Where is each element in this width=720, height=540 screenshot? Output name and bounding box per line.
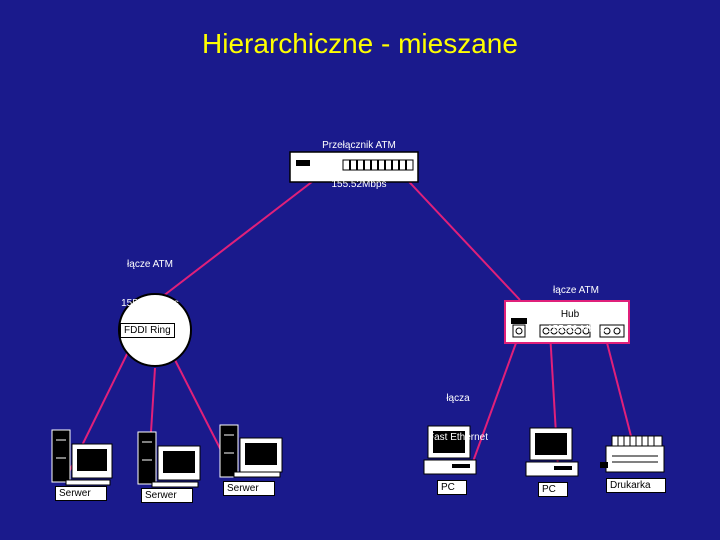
- link-switch-hub: [397, 169, 521, 301]
- server-3-label: Serwer: [223, 481, 275, 496]
- printer-icon: [600, 435, 665, 473]
- server-2-label: Serwer: [141, 488, 193, 503]
- atm-switch: [289, 151, 419, 183]
- pc-2-label: PC: [538, 482, 568, 497]
- fast-ethernet-label: łącza Fast Ethernet: [408, 366, 508, 457]
- server-1-label: Serwer: [55, 486, 107, 501]
- link-left-line2: 155.52 Mbps: [121, 298, 179, 309]
- link-hub-pc1: [469, 331, 521, 471]
- link-right-line1: łącze ATM: [553, 285, 599, 296]
- switch-label: Przełącznik ATM 155.52Mbps: [304, 113, 414, 204]
- fast-ethernet-line2: Fast Ethernet: [427, 432, 489, 443]
- printer-label: Drukarka: [606, 478, 666, 493]
- pc-1-icon: [423, 425, 477, 475]
- server-1-icon: [51, 429, 113, 486]
- link-hub-printer: [604, 334, 633, 441]
- switch-label-line1: Przełącznik ATM: [322, 140, 396, 151]
- server-3-icon: [219, 424, 283, 478]
- pc-1-label: PC: [437, 480, 467, 495]
- hub-label: Hub: [560, 309, 580, 320]
- hub-device: [504, 300, 630, 344]
- fast-ethernet-line1: łącza: [446, 393, 470, 404]
- page-title: Hierarchiczne - mieszane: [202, 28, 518, 59]
- link-left-label: łącze ATM 155.52 Mbps: [100, 232, 200, 323]
- link-right-line2: 155.52 Mbps: [547, 324, 605, 335]
- fddi-label: FDDI Ring: [120, 323, 175, 338]
- server-2-icon: [137, 431, 201, 488]
- link-left-line1: łącze ATM: [127, 259, 173, 270]
- pc-2-icon: [525, 427, 579, 477]
- link-switch-fddi: [157, 167, 331, 301]
- link-right-label: łącze ATM 155.52 Mbps: [526, 258, 626, 349]
- switch-label-line2: 155.52Mbps: [331, 179, 387, 190]
